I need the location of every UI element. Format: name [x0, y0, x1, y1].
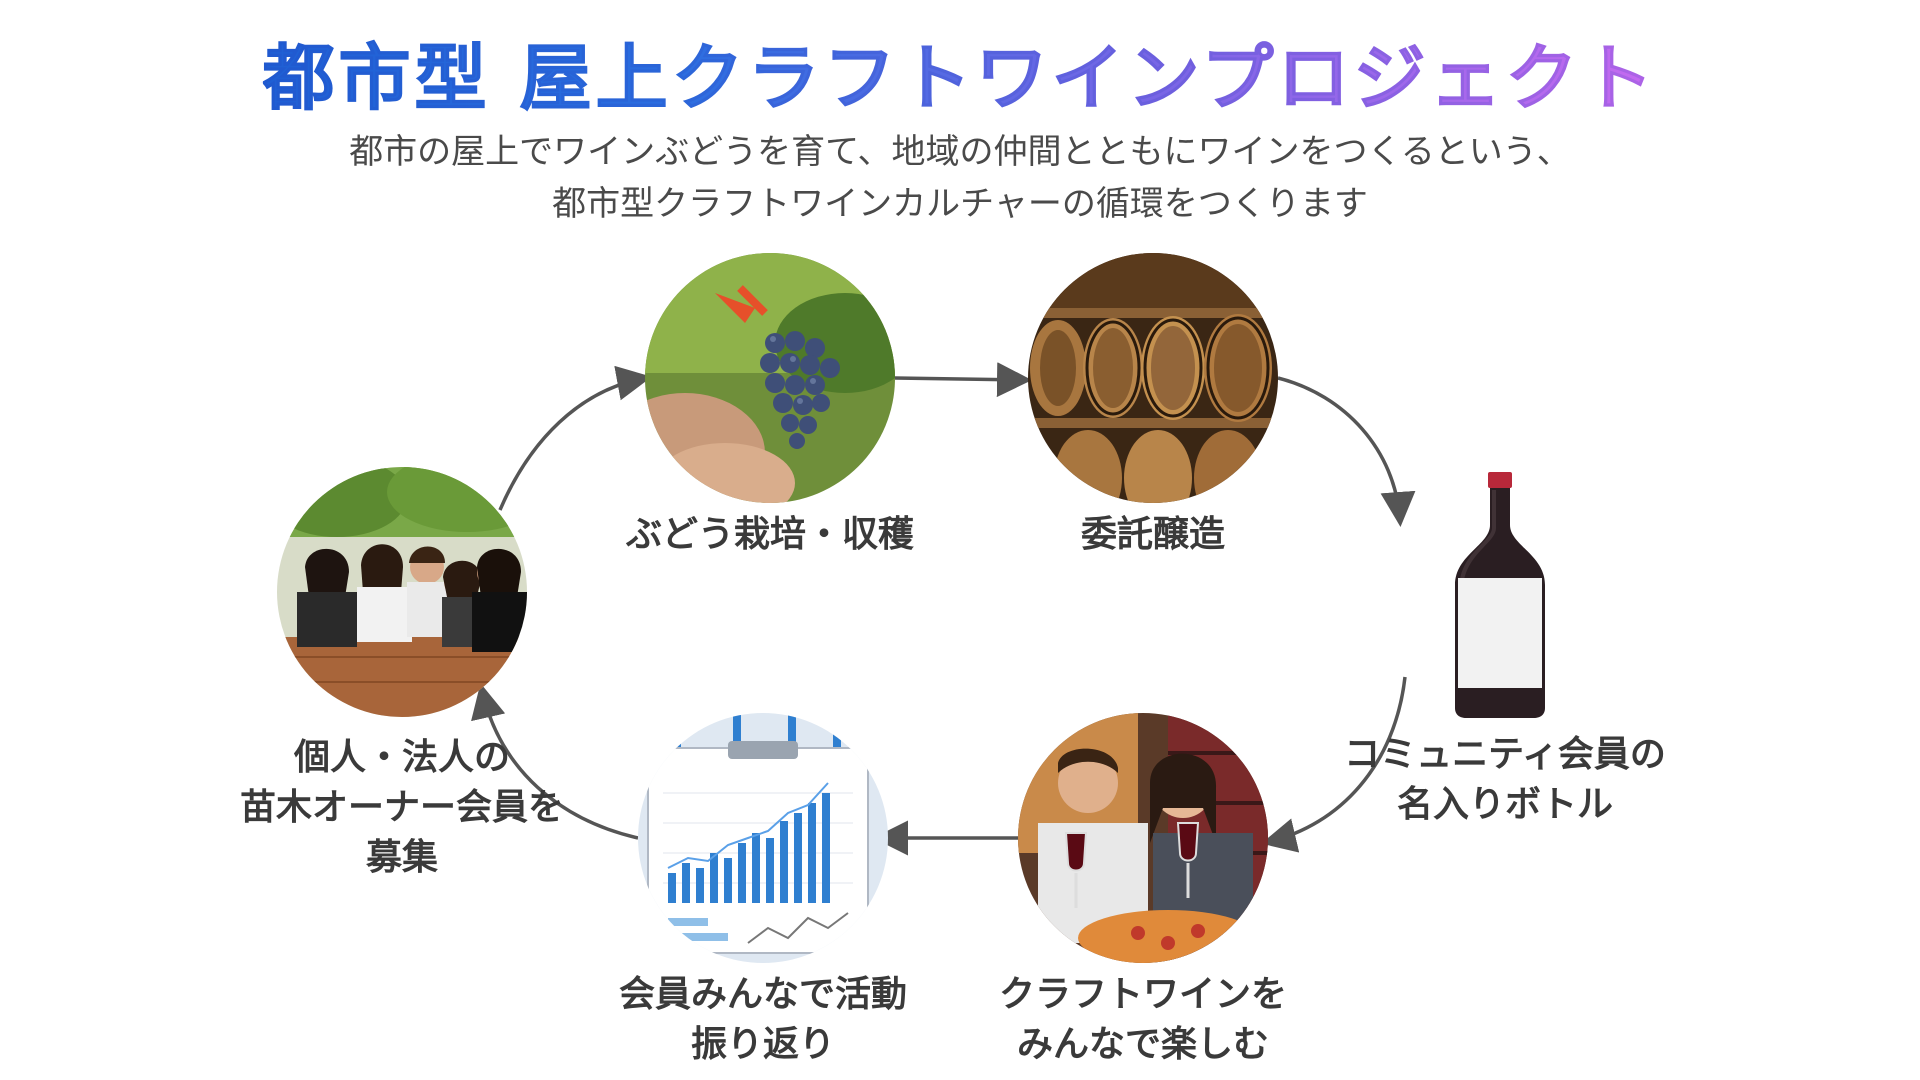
- step-label-enjoy-line1: クラフトワインを: [998, 974, 1287, 1015]
- step-label-recruit-line3: 募集: [365, 837, 438, 878]
- step-label-recruit-line2: 苗木オーナー会員を: [239, 787, 564, 828]
- grape-harvest-photo: [645, 253, 895, 503]
- wine-bottle-illustration: [1430, 470, 1570, 720]
- step-label-bottle-line2: 名入りボトル: [1396, 784, 1613, 825]
- step-label-enjoy: クラフトワインを みんなで楽しむ: [983, 970, 1303, 1070]
- step-label-recruit-line1: 個人・法人の: [293, 737, 510, 778]
- step-label-recruit: 個人・法人の 苗木オーナー会員を 募集: [222, 733, 582, 883]
- subtitle-line-2: 都市型クラフトワインカルチャーの循環をつくります: [552, 184, 1368, 224]
- step-label-bottle: コミュニティ会員の 名入りボトル: [1340, 730, 1670, 830]
- arrow-brewing-to-bottle: [1277, 376, 1416, 527]
- subtitle-line-1: 都市の屋上でワインぶどうを育て、地域の仲間とともにワインをつくるという、: [349, 132, 1571, 172]
- step-label-review-line1: 会員みんなで活動: [618, 974, 907, 1015]
- step-label-review: 会員みんなで活動 振り返り: [583, 970, 943, 1070]
- step-label-bottle-line1: コミュニティ会員の: [1344, 734, 1666, 775]
- step-label-enjoy-line2: みんなで楽しむ: [1016, 1024, 1269, 1065]
- recruit-members-photo: [277, 467, 527, 717]
- enjoy-wine-photo: [1018, 713, 1268, 963]
- review-charts-photo: [638, 713, 888, 963]
- step-label-brewing: 委託醸造: [1080, 514, 1225, 555]
- wine-barrels-photo: [1028, 253, 1278, 503]
- arrow-harvest-to-brewing: [894, 362, 1032, 398]
- step-label-harvest: ぶどう栽培・収穫: [625, 514, 914, 555]
- page-title: 都市型 屋上クラフトワインプロジェクト: [0, 28, 1920, 128]
- arrow-recruit-to-harvest: [498, 365, 652, 511]
- step-label-review-line2: 振り返り: [690, 1024, 835, 1065]
- page-title-text: 都市型 屋上クラフトワインプロジェクト: [262, 36, 1658, 121]
